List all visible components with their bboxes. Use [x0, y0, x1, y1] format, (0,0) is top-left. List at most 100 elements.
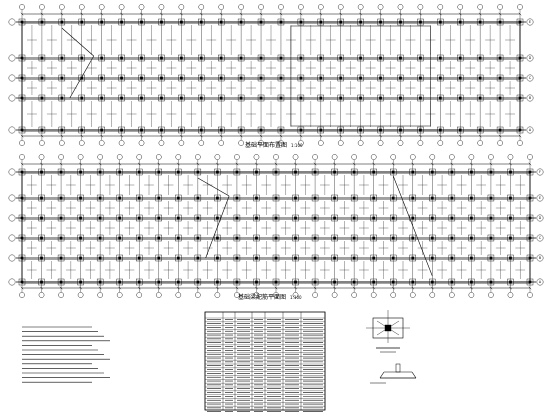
plan2-footing [175, 214, 182, 222]
plan1-dim-tick [160, 12, 163, 16]
plan2-axis-bubble [468, 154, 475, 160]
plan1-column [319, 20, 323, 24]
plan2-axis-letter: C [539, 236, 542, 240]
plan2-dim-tick [59, 162, 63, 166]
plan2-column [391, 170, 395, 174]
plan2-column [20, 196, 24, 200]
plan2-footing [311, 278, 319, 286]
plan1-column [259, 76, 263, 80]
plan1-dim-tick [339, 134, 343, 138]
plan2-column [509, 256, 512, 260]
plan1-dim-tick [219, 134, 223, 138]
plan2-column [118, 236, 122, 240]
plan1-axis-bubble [198, 140, 205, 146]
plan1-footing [217, 74, 225, 82]
plan2-footing [214, 278, 221, 286]
plan2-column [372, 216, 376, 220]
plan2-dim-tick [118, 286, 122, 290]
plan2-footing [292, 214, 299, 222]
plan2-column [352, 256, 356, 260]
plan2-footing [487, 254, 495, 262]
plan2-dim-tick [509, 162, 512, 166]
plan2-column [450, 256, 454, 260]
plan2-column [352, 196, 356, 200]
plan2-column [98, 236, 102, 240]
plan2-axis-bubble [273, 154, 279, 160]
plan1-column [498, 76, 502, 80]
plan2-axis-bubble [97, 292, 103, 298]
plan2-column [313, 196, 317, 200]
plan2-dim-tick [489, 286, 493, 290]
plan2-column [489, 236, 493, 240]
plan2-column [196, 196, 200, 200]
plan2-axis-bubble [449, 154, 455, 160]
plan2-axis-bubble [488, 154, 494, 160]
plan1-dim-tick [299, 134, 303, 138]
detail-2-stem [395, 363, 401, 373]
plan1-footing [297, 54, 305, 62]
plan2-footing [331, 194, 338, 202]
plan2-column [137, 170, 141, 174]
plan2-axis-bubble [331, 292, 338, 298]
plan2-axis-bubble [527, 292, 533, 298]
plan1-dim-tick [100, 134, 104, 138]
plan1-footing [98, 54, 105, 62]
plan2-footing [175, 234, 182, 242]
plan-title-2-scale: 1:100 [290, 295, 302, 300]
plan1-column [259, 96, 263, 100]
plan2-footing [272, 234, 280, 242]
plan2-axis-bubble [253, 154, 260, 160]
plan2-axis-bubble [155, 154, 162, 160]
plan1-column [419, 96, 422, 100]
plan2-column [294, 280, 297, 284]
plan2-footing [38, 278, 45, 286]
plan2-column [294, 196, 297, 200]
plan1-column [379, 20, 382, 24]
plan2-column [255, 280, 258, 284]
plan1-column [219, 96, 223, 100]
plan2-footing [136, 234, 143, 242]
plan2-footing [18, 194, 26, 202]
plan2-column [430, 170, 434, 174]
plan1-column [399, 76, 402, 80]
plan2-column [372, 256, 376, 260]
plan2-column [157, 196, 161, 200]
plan1-footing [178, 94, 185, 102]
plan1-axis-bubble [357, 140, 364, 146]
plan1-dim-tick [498, 12, 502, 16]
plan1-footing [496, 54, 504, 62]
plan1-footing [516, 94, 524, 102]
plan2-footing [96, 234, 104, 242]
plan1-column [299, 56, 303, 60]
plan1-axis-bubble [198, 4, 205, 10]
plan2-column [255, 170, 258, 174]
plan1-axis-bubble [178, 4, 185, 10]
plan1-dim-tick [20, 134, 24, 138]
plan2-column [216, 280, 219, 284]
plan2-axis-bubble [507, 154, 514, 160]
plan1-footing [78, 94, 85, 102]
plan2-dim-tick [40, 162, 43, 166]
plan1-column [319, 96, 323, 100]
plan2-footing [409, 254, 416, 262]
plan2-dim-tick [118, 162, 122, 166]
plan2-dim-tick [294, 162, 297, 166]
plan1-axis-bubble [39, 140, 45, 146]
plan2-dim-tick [235, 162, 239, 166]
plan1-column [299, 76, 303, 80]
plan1-dim-tick [239, 12, 243, 16]
plan1-column [80, 128, 84, 132]
plan1-dim-tick [199, 12, 203, 16]
plan1-footing [198, 18, 205, 26]
plan2-footing [390, 278, 397, 286]
plan1-column [100, 96, 104, 100]
plan2-footing [214, 168, 221, 176]
plan2-footing [194, 168, 202, 176]
plan1-column [259, 20, 263, 24]
plan1-footing [457, 18, 464, 26]
plan1-axis-bubble [138, 140, 145, 146]
plan2-footing [448, 254, 456, 262]
plan2-column [235, 170, 239, 174]
plan2-footing [155, 194, 162, 202]
